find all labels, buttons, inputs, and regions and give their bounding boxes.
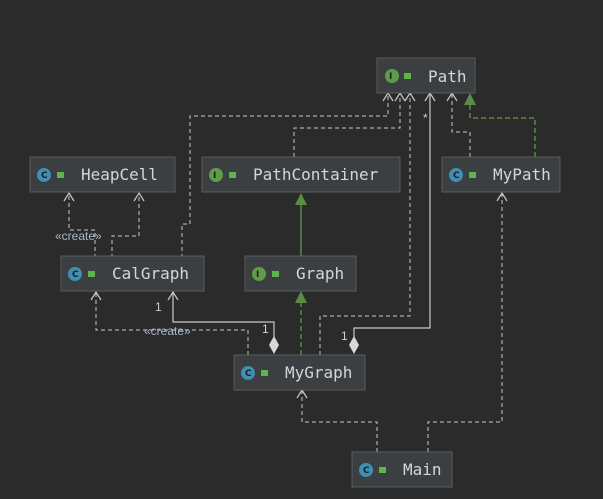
edge-mygraph-calgraph-assoc xyxy=(172,292,275,338)
node-pathcontainer-label: PathContainer xyxy=(253,165,379,184)
multiplicity-mygraph-right: 1 xyxy=(341,329,348,343)
lock-icon xyxy=(379,467,386,473)
class-icon xyxy=(359,463,373,477)
node-mypath-label: MyPath xyxy=(493,165,551,184)
class-icon-letter: C xyxy=(41,171,48,181)
edge-calgraph-heapcell-left xyxy=(68,193,96,258)
create-label-calgraph: «create» xyxy=(144,324,191,338)
class-icon-letter: C xyxy=(245,369,252,379)
create-label-heapcell: «create» xyxy=(55,229,102,243)
class-icon xyxy=(37,168,51,182)
node-heapcell[interactable]: C HeapCell xyxy=(29,156,176,193)
lock-icon xyxy=(404,73,411,79)
node-heapcell-label: HeapCell xyxy=(81,165,158,184)
class-icon xyxy=(68,267,82,281)
node-main-label: Main xyxy=(403,460,442,479)
lock-icon xyxy=(261,370,268,376)
interface-icon-letter: I xyxy=(256,270,259,280)
node-path[interactable]: I Path xyxy=(376,57,476,94)
edge-mygraph-calgraph-create xyxy=(95,292,249,355)
edge-main-mypath xyxy=(427,193,503,452)
edge-main-mygraph xyxy=(301,390,378,452)
lock-icon xyxy=(88,271,95,277)
interface-icon xyxy=(385,69,399,83)
node-mypath[interactable]: C MyPath xyxy=(441,156,561,193)
class-icon-letter: C xyxy=(363,466,370,476)
edge-calgraph-path xyxy=(181,93,389,258)
node-calgraph-label: CalGraph xyxy=(112,264,189,283)
multiplicity-path: * xyxy=(423,111,428,125)
interface-icon-letter: I xyxy=(213,171,216,181)
multiplicity-mygraph-left: 1 xyxy=(262,322,269,336)
interface-icon xyxy=(252,267,266,281)
edge-labels: «create» «create» * 1 1 1 xyxy=(55,111,428,343)
class-icon xyxy=(241,366,255,380)
edge-mypath-path-realize xyxy=(469,100,536,157)
edge-mygraph-path-dash xyxy=(319,93,411,355)
edge-mygraph-path-assoc xyxy=(353,93,431,338)
class-icon xyxy=(449,168,463,182)
node-main[interactable]: C Main xyxy=(351,451,453,488)
diamond-calgraph xyxy=(269,336,279,354)
node-pathcontainer[interactable]: I PathContainer xyxy=(201,156,401,193)
lock-icon xyxy=(469,172,476,178)
node-calgraph[interactable]: C CalGraph xyxy=(60,255,205,292)
interface-icon xyxy=(209,168,223,182)
edge-calgraph-heapcell-right xyxy=(111,193,140,258)
node-mygraph[interactable]: C MyGraph xyxy=(233,354,366,391)
node-mygraph-label: MyGraph xyxy=(285,363,352,382)
class-icon-letter: C xyxy=(453,171,460,181)
node-graph-label: Graph xyxy=(296,264,344,283)
multiplicity-calgraph: 1 xyxy=(155,300,162,314)
class-icon-letter: C xyxy=(72,270,79,280)
lock-icon xyxy=(272,271,279,277)
diamond-path xyxy=(349,336,359,354)
lock-icon xyxy=(229,172,236,178)
lock-icon xyxy=(57,172,64,178)
interface-icon-letter: I xyxy=(389,72,392,82)
node-path-label: Path xyxy=(428,67,467,86)
node-graph[interactable]: I Graph xyxy=(244,255,357,292)
edge-pathcontainer-path xyxy=(293,93,401,157)
